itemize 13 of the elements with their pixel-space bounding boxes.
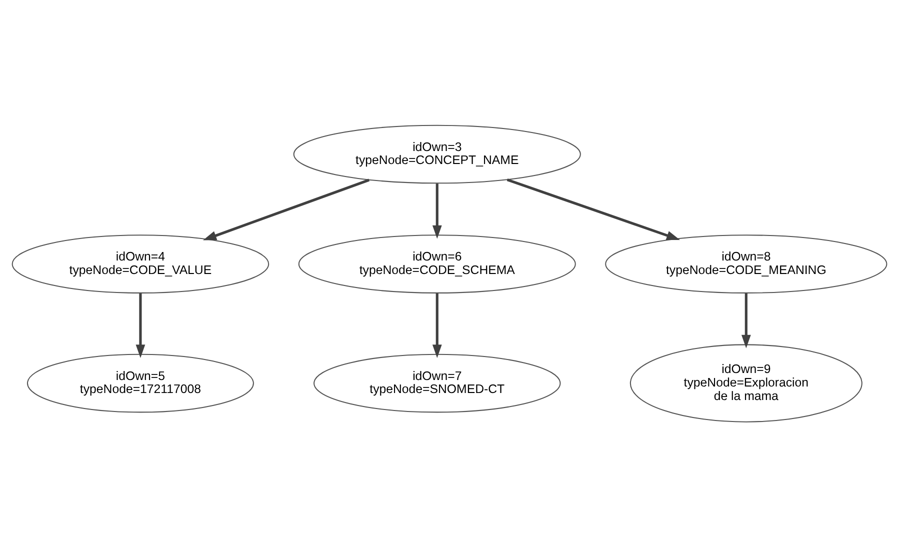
arrow bbox=[506, 178, 680, 240]
arrow bbox=[136, 293, 146, 358]
arrow bbox=[741, 293, 751, 348]
node-ellipse: idOwn=3 typeNode=CONCEPT_NAME bbox=[293, 124, 581, 184]
node-ellipse: idOwn=9 typeNode=Exploracion de la mama bbox=[630, 344, 862, 422]
node-ellipse: idOwn=4 typeNode=CODE_VALUE bbox=[12, 234, 270, 294]
node-ellipse: idOwn=5 typeNode=172117008 bbox=[26, 354, 254, 413]
node-ellipse: idOwn=8 typeNode=CODE_MEANING bbox=[605, 234, 888, 294]
arrow bbox=[203, 178, 370, 240]
arrow bbox=[432, 184, 442, 239]
node-ellipse: idOwn=6 typeNode=CODE_SCHEMA bbox=[298, 234, 576, 294]
arrow bbox=[432, 293, 442, 358]
node-ellipse: idOwn=7 typeNode=SNOMED-CT bbox=[314, 354, 561, 413]
